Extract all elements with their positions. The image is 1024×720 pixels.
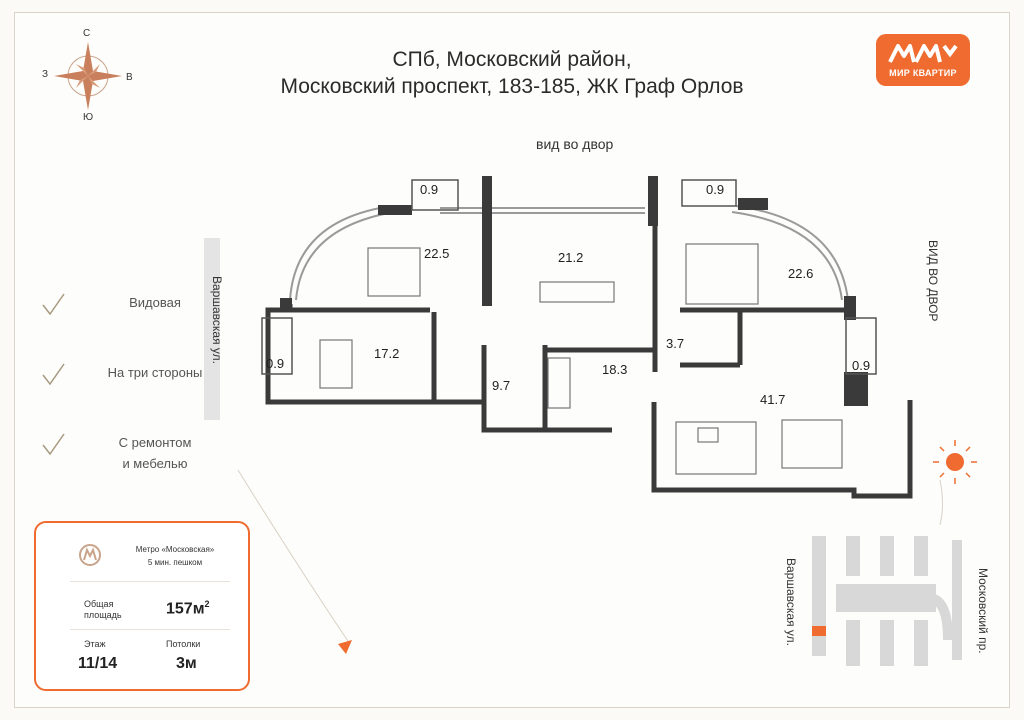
balcony-area: 0.9	[420, 182, 439, 197]
moon-icon	[230, 426, 244, 454]
balcony-area: 0.9	[706, 182, 725, 197]
feature-label: Видовая	[129, 295, 181, 310]
view-top-label: вид во двор	[536, 136, 614, 152]
compass-east: В	[126, 72, 133, 83]
compass-west: З	[42, 69, 49, 80]
wall-south-east	[651, 400, 913, 499]
site-map	[812, 536, 962, 666]
page-title: СПб, Московский район, Московский проспе…	[0, 46, 1024, 100]
check-icon	[42, 363, 65, 386]
brand-mark-icon	[888, 44, 958, 63]
room-area: 41.7	[760, 392, 786, 407]
metro-icon	[79, 544, 101, 566]
balcony-area: 0.9	[852, 358, 871, 373]
feature-item: С ремонтом и мебелью	[30, 432, 230, 478]
brand-logo: МИР КВАРТИР	[876, 34, 970, 86]
metro-name: Метро «Московская»	[135, 545, 215, 554]
metro-walk: 5 мин. пешком	[147, 558, 203, 567]
feature-line-2: и мебелью	[122, 456, 188, 471]
feature-label: На три стороны	[107, 365, 203, 380]
feature-item: На три стороны	[30, 362, 230, 402]
title-line-1: СПб, Московский район,	[392, 48, 632, 71]
window-arc-right-2	[731, 211, 843, 301]
feature-item: Видовая	[30, 292, 230, 332]
building-marker	[812, 626, 826, 636]
ceiling-label: Потолки	[166, 639, 201, 649]
room-area: 21.2	[558, 250, 584, 265]
logo-text: МИР КВАРТИР	[889, 68, 957, 78]
floor-label: Этаж	[84, 639, 106, 649]
window-arc-left	[289, 207, 381, 301]
site-street-left: Варшавская ул.	[784, 558, 798, 646]
room-area: 17.2	[374, 346, 400, 361]
metro-info: Метро «Московская» 5 мин. пешком	[120, 543, 230, 569]
area-value: 157м2	[166, 599, 210, 618]
site-street-right: Московский пр.	[976, 568, 990, 654]
check-icon	[42, 433, 65, 456]
compass-rose-icon	[54, 42, 122, 110]
title-line-2: Московский проспект, 183-185, ЖК Граф Ор…	[280, 75, 744, 98]
info-card: Метро «Московская» 5 мин. пешком Общая п…	[34, 521, 250, 691]
window-arc-right	[735, 205, 849, 301]
room-area: 9.7	[492, 378, 511, 393]
area-unit: 2	[204, 599, 210, 609]
area-label: Общая площадь	[84, 599, 122, 621]
room-area: 18.3	[602, 362, 628, 377]
compass: С Ю З В	[38, 26, 148, 126]
ceiling-value: 3м	[176, 655, 197, 672]
floor-value: 11/14	[78, 655, 118, 672]
window-arc-left-2	[295, 213, 385, 301]
sun-path-right	[939, 479, 943, 526]
area-number: 157м	[166, 600, 205, 618]
check-icon	[42, 293, 65, 316]
compass-north: С	[83, 28, 91, 39]
view-right-label: ВИД ВО ДВОР	[926, 240, 940, 322]
balcony-area: 0.9	[266, 356, 285, 371]
divider	[70, 629, 230, 630]
arrow-icon	[338, 640, 352, 654]
room-area: 3.7	[666, 336, 685, 351]
feature-label: С ремонтом и мебелью	[90, 432, 220, 474]
area-label-1: Общая	[84, 599, 114, 609]
room-area: 22.5	[424, 246, 450, 261]
feature-line-1: С ремонтом	[118, 435, 192, 450]
sun-path-left	[237, 469, 351, 645]
area-label-2: площадь	[84, 610, 122, 620]
street-strip	[204, 238, 220, 420]
divider	[70, 581, 230, 582]
room-area: 22.6	[788, 266, 814, 281]
sun-icon	[933, 440, 977, 484]
compass-south: Ю	[83, 112, 94, 123]
